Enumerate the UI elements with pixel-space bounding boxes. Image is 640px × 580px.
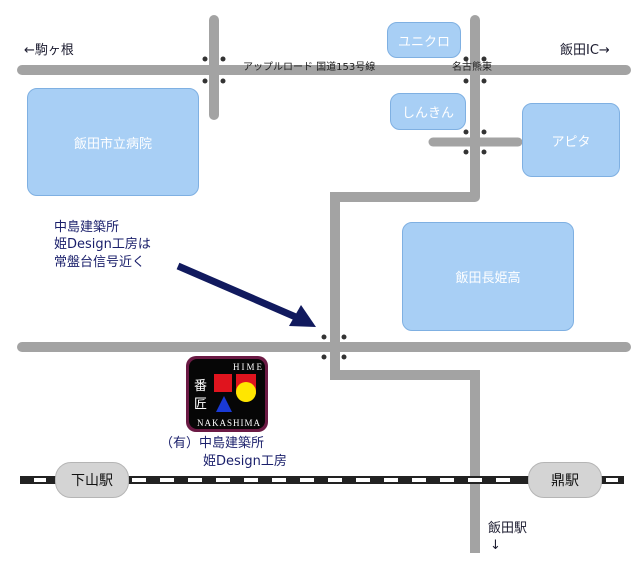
label-nagokumahigashi: 名古熊東 bbox=[452, 62, 492, 73]
railway bbox=[20, 476, 624, 484]
road-central bbox=[330, 192, 480, 553]
logo-bottom: NAKASHIMA bbox=[197, 418, 261, 428]
landmark-uniqlo-label: ユニクロ bbox=[397, 34, 450, 50]
logo-top: HIME bbox=[233, 362, 264, 372]
landmark-hospital: 飯田市立病院 bbox=[27, 88, 199, 196]
note-line-3: 常盤台信号近く bbox=[54, 255, 146, 270]
label-route-153: アップルロード 国道153号線 bbox=[243, 62, 376, 73]
station-shimoyama-label: 下山駅 bbox=[71, 473, 113, 489]
station-shimoyama: 下山駅 bbox=[55, 462, 129, 498]
label-south-iida-station: 飯田駅 bbox=[488, 521, 528, 536]
landmark-apita-label: アピタ bbox=[551, 134, 591, 150]
landmark-uniqlo: ユニクロ bbox=[387, 22, 461, 58]
roads bbox=[17, 15, 631, 553]
label-west-komagane: ←駒ヶ根 bbox=[24, 43, 74, 58]
landmark-high-school-label: 飯田長姫高 bbox=[455, 271, 521, 286]
station-kanae: 鼎駅 bbox=[528, 462, 602, 498]
company-name-line-2: 姫Design工房 bbox=[203, 454, 287, 469]
logo-left2: 匠 bbox=[194, 397, 207, 412]
arrow-down-icon: ↓ bbox=[490, 538, 501, 553]
label-east-iida-ic: 飯田IC→ bbox=[560, 43, 610, 58]
station-kanae-label: 鼎駅 bbox=[551, 473, 579, 489]
company-logo: HIME 番 匠 NAKASHIMA bbox=[186, 356, 268, 432]
landmark-high-school: 飯田長姫高 bbox=[402, 222, 574, 331]
landmark-apita: アピタ bbox=[522, 103, 620, 177]
logo-left1: 番 bbox=[194, 379, 207, 394]
landmark-hospital-label: 飯田市立病院 bbox=[73, 136, 152, 152]
company-name-line-1: （有）中島建築所 bbox=[160, 436, 265, 451]
note-line-1: 中島建築所 bbox=[54, 220, 120, 235]
direction-arrow bbox=[176, 262, 316, 327]
landmark-shinkin-label: しんきん bbox=[401, 106, 454, 121]
note-line-2: 姫Design工房は bbox=[54, 237, 151, 252]
landmark-shinkin: しんきん bbox=[390, 93, 466, 130]
signal-dots bbox=[202, 56, 487, 360]
